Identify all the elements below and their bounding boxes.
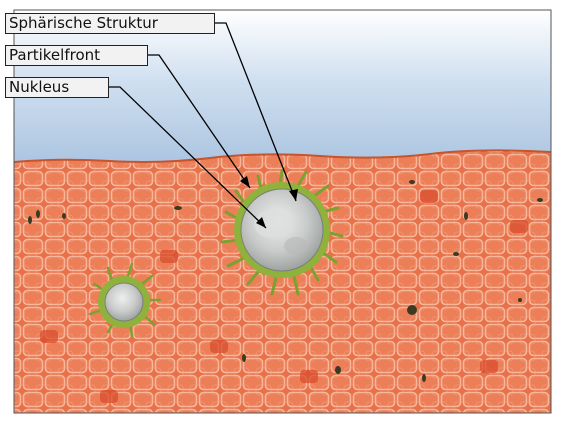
label-partikelfront: Partikelfront	[5, 45, 148, 66]
label-spharische-struktur: Sphärische Struktur	[5, 13, 215, 34]
illustration-frame	[14, 10, 551, 413]
label-nukleus: Nukleus	[5, 77, 109, 98]
